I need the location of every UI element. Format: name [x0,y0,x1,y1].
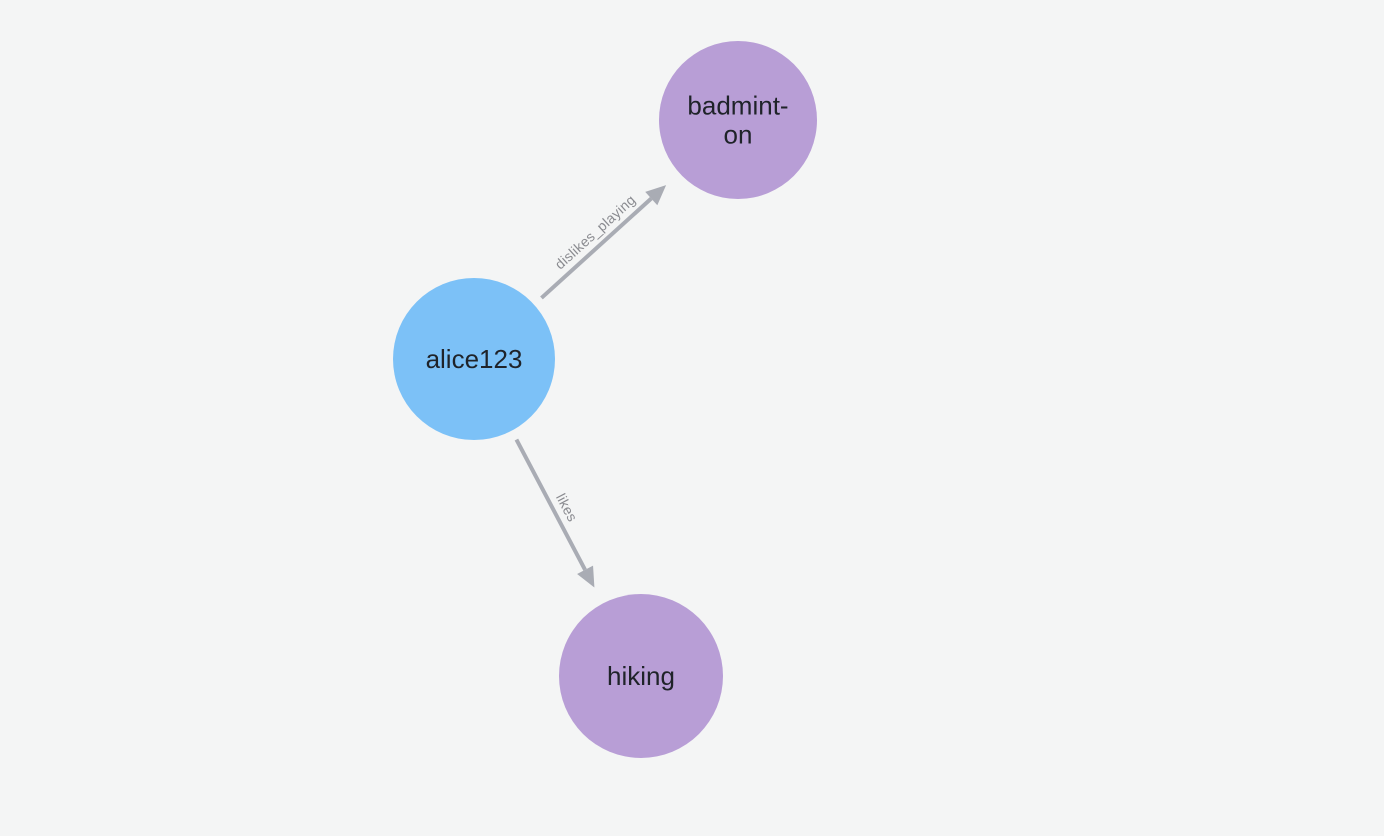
edge-line[interactable] [540,197,653,300]
node-circle[interactable] [393,278,555,440]
edge-line[interactable] [514,438,587,571]
node-label: hiking [607,661,675,691]
edge-likes[interactable]: likes [514,438,595,588]
arrowhead-icon [577,565,595,588]
node-badminton[interactable]: badmint-on [659,41,817,199]
node-label: badmint-on [687,91,788,150]
node-circle[interactable] [559,594,723,758]
edge-label: dislikes_playing [552,191,639,272]
node-alice123[interactable]: alice123 [393,278,555,440]
arrowhead-icon [645,185,667,206]
node-label: alice123 [426,344,523,374]
edge-dislikes_playing[interactable]: dislikes_playing [540,185,667,300]
node-circle[interactable] [659,41,817,199]
node-hiking[interactable]: hiking [559,594,723,758]
